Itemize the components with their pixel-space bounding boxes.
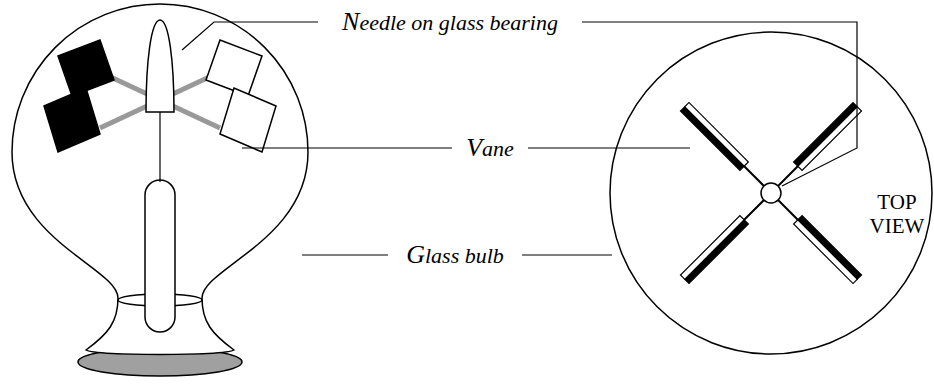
black-vane-face	[680, 107, 744, 171]
black-vane-face	[798, 216, 862, 280]
vane-arm	[743, 165, 764, 186]
leader-line	[582, 22, 857, 186]
leader-line	[242, 147, 452, 148]
support-tube	[145, 180, 175, 332]
leader-line	[528, 147, 690, 148]
white-vane	[220, 88, 276, 152]
needle	[159, 110, 160, 182]
leader-line	[522, 254, 612, 255]
white-vane-face	[685, 102, 749, 166]
part-label: Glass bulb	[406, 241, 504, 270]
glass-bearing	[146, 20, 174, 112]
leader-line	[182, 22, 318, 50]
top-view-bulb	[610, 32, 932, 354]
part-label: Vane	[466, 134, 514, 163]
black-vane	[44, 88, 100, 152]
leader-line	[302, 254, 388, 255]
black-vane-face	[685, 220, 749, 284]
black-vane-face	[794, 102, 858, 166]
vane-arm	[743, 200, 764, 221]
vane-arm	[778, 200, 799, 221]
part-label: Needle on glass bearing	[342, 8, 558, 37]
white-vane-face	[794, 220, 858, 284]
view-label: TOP VIEW	[866, 190, 928, 238]
needle-bearing	[761, 183, 781, 203]
white-vane-face	[680, 216, 744, 280]
white-vane-face	[798, 107, 862, 171]
